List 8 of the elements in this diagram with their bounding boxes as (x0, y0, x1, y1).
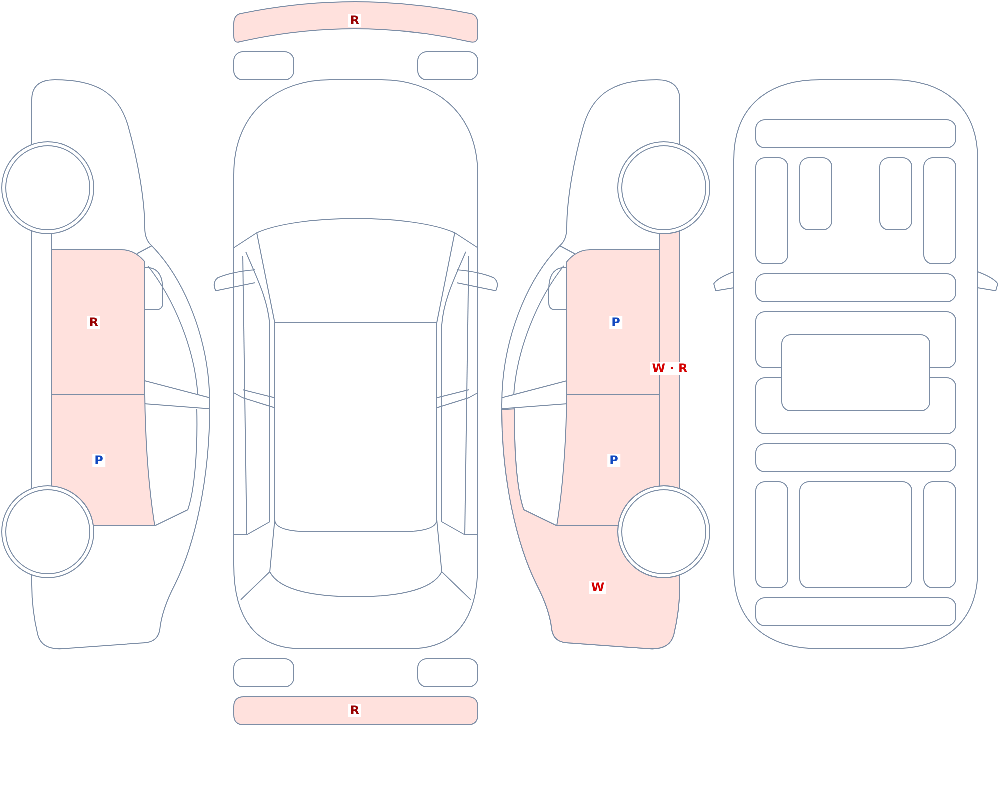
damage-code: R (348, 704, 362, 718)
damage-code: R (87, 316, 101, 330)
damage-code: P (610, 316, 622, 330)
damage-code: P (608, 454, 620, 468)
damage-code: W (589, 582, 607, 594)
damage-code: P (92, 454, 106, 468)
damage-code: R (348, 14, 362, 28)
damage-code: W · R (650, 362, 690, 376)
